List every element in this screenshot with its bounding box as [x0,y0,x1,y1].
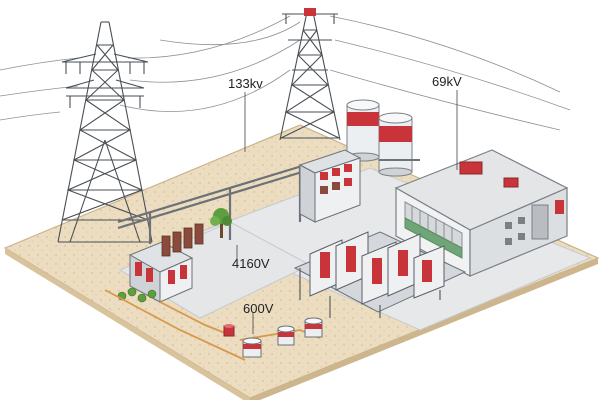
shrub-row [117,287,157,303]
transformer-5 [413,245,445,299]
distribution-switchgear [128,241,194,303]
tower-beacon [304,8,316,16]
switchgear-cabinet [298,149,362,223]
control-building [394,149,569,278]
tree [210,208,232,238]
transformer-bank [293,231,467,318]
drum-small [223,324,235,337]
leader-lines [236,90,458,334]
overhead-lines [0,15,571,131]
label-600v: 600V [243,301,274,316]
storage-tank-1 [346,99,380,162]
cable-drum-3 [304,317,323,338]
label-133kv: 133kv [228,76,263,91]
transmission-tower-left [57,21,153,243]
reactor-coils [161,223,204,257]
storage-tank-2 [378,112,413,177]
cable-drum-2 [277,325,295,346]
transmission-tower-right [279,11,341,141]
label-69kv: 69kV [432,74,462,89]
label-4160v: 4160V [232,256,270,271]
cable-drum-1 [242,337,262,358]
